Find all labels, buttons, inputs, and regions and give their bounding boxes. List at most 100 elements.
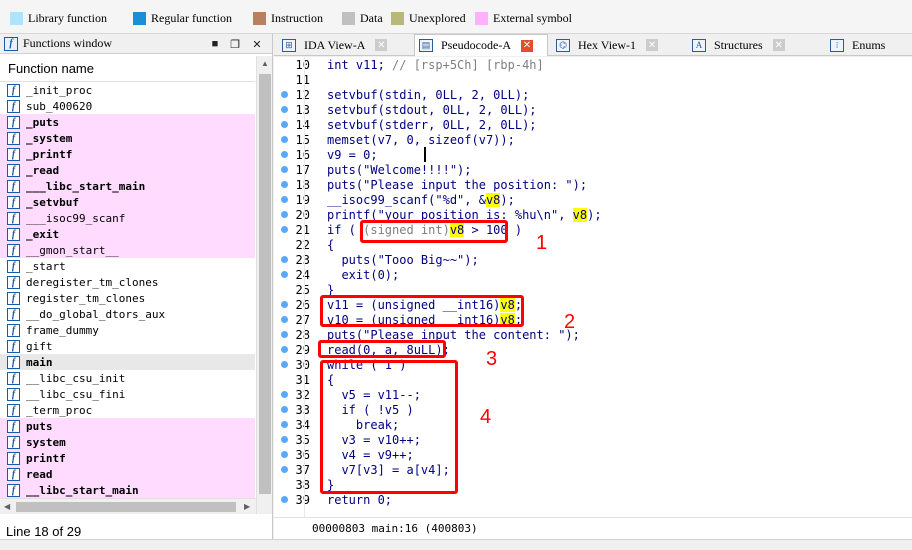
scroll-up-icon[interactable]: ▲: [261, 59, 269, 68]
function-list-item[interactable]: f__libc_csu_init: [0, 370, 255, 386]
breakpoint-dot-icon[interactable]: [281, 346, 288, 353]
code-line[interactable]: 11: [274, 72, 912, 87]
restore-window-icon[interactable]: ❐: [230, 38, 240, 51]
code-line[interactable]: 36 v4 = v9++;: [274, 447, 912, 462]
function-list-item[interactable]: f__do_global_dtors_aux: [0, 306, 255, 322]
breakpoint-dot-icon[interactable]: [281, 181, 288, 188]
tab-hex-view-1[interactable]: ⌬Hex View-1✕: [552, 34, 684, 56]
function-list-item[interactable]: f_start: [0, 258, 255, 274]
code-line[interactable]: 31{: [274, 372, 912, 387]
code-line[interactable]: 35 v3 = v10++;: [274, 432, 912, 447]
breakpoint-dot-icon[interactable]: [281, 301, 288, 308]
vertical-scrollbar[interactable]: ▲: [256, 56, 272, 514]
scroll-right-icon[interactable]: ▶: [244, 502, 251, 511]
breakpoint-dot-icon[interactable]: [281, 271, 288, 278]
function-list-item[interactable]: f_system: [0, 130, 255, 146]
code-line[interactable]: 32 v5 = v11--;: [274, 387, 912, 402]
breakpoint-dot-icon[interactable]: [281, 406, 288, 413]
breakpoint-dot-icon[interactable]: [281, 331, 288, 338]
horizontal-scrollbar[interactable]: ◀ ▶: [0, 498, 256, 514]
tab-enums[interactable]: ⁝Enums: [826, 34, 912, 56]
scrollbar-thumb[interactable]: [259, 74, 271, 494]
breakpoint-dot-icon[interactable]: [281, 106, 288, 113]
function-list-item[interactable]: f_init_proc: [0, 82, 255, 98]
breakpoint-dot-icon[interactable]: [281, 226, 288, 233]
function-list-item[interactable]: f_setvbuf: [0, 194, 255, 210]
breakpoint-dot-icon[interactable]: [281, 391, 288, 398]
close-icon[interactable]: ✕: [252, 38, 262, 51]
function-list-item[interactable]: f__libc_start_main: [0, 482, 255, 498]
breakpoint-dot-icon[interactable]: [281, 121, 288, 128]
breakpoint-dot-icon[interactable]: [281, 91, 288, 98]
close-tab-icon[interactable]: ✕: [646, 39, 659, 51]
function-list-item[interactable]: f_puts: [0, 114, 255, 130]
breakpoint-dot-icon[interactable]: [281, 151, 288, 158]
code-line[interactable]: 24 exit(0);: [274, 267, 912, 282]
code-line[interactable]: 22{: [274, 237, 912, 252]
close-tab-icon[interactable]: ✕: [772, 39, 785, 51]
code-line[interactable]: 37 v7[v3] = a[v4];: [274, 462, 912, 477]
breakpoint-dot-icon[interactable]: [281, 421, 288, 428]
tab-ida-view-a[interactable]: ⊞IDA View-A✕: [278, 34, 408, 56]
close-tab-icon[interactable]: ✕: [375, 39, 388, 51]
breakpoint-dot-icon[interactable]: [281, 211, 288, 218]
function-list-item[interactable]: f_printf: [0, 146, 255, 162]
breakpoint-dot-icon[interactable]: [281, 316, 288, 323]
function-list-item[interactable]: f_exit: [0, 226, 255, 242]
code-line[interactable]: 33 if ( !v5 ): [274, 402, 912, 417]
code-line[interactable]: 34 break;: [274, 417, 912, 432]
scrollbar-thumb[interactable]: [16, 502, 236, 512]
code-line[interactable]: 25}: [274, 282, 912, 297]
code-line[interactable]: 19__isoc99_scanf("%d", &v8);: [274, 192, 912, 207]
close-tab-icon[interactable]: ✕: [520, 39, 533, 52]
tab-pseudocode-a[interactable]: ▤Pseudocode-A✕: [414, 34, 548, 56]
function-list-item[interactable]: f_term_proc: [0, 402, 255, 418]
breakpoint-dot-icon[interactable]: [281, 466, 288, 473]
breakpoint-dot-icon[interactable]: [281, 451, 288, 458]
breakpoint-dot-icon[interactable]: [281, 256, 288, 263]
breakpoint-dot-icon[interactable]: [281, 196, 288, 203]
function-list-item[interactable]: f___libc_start_main: [0, 178, 255, 194]
close-window-icon[interactable]: ■: [211, 38, 219, 50]
function-list-item[interactable]: f__libc_csu_fini: [0, 386, 255, 402]
column-header-function-name[interactable]: Function name: [0, 56, 255, 82]
breakpoint-dot-icon[interactable]: [281, 166, 288, 173]
breakpoint-dot-icon[interactable]: [281, 361, 288, 368]
code-line[interactable]: 38}: [274, 477, 912, 492]
breakpoint-dot-icon[interactable]: [281, 496, 288, 503]
breakpoint-dot-icon[interactable]: [281, 436, 288, 443]
function-list-item[interactable]: f__gmon_start__: [0, 242, 255, 258]
code-line[interactable]: 23 puts("Tooo Big~~");: [274, 252, 912, 267]
function-list-item[interactable]: f___isoc99_scanf: [0, 210, 255, 226]
breakpoint-dot-icon[interactable]: [281, 136, 288, 143]
scroll-left-icon[interactable]: ◀: [4, 502, 11, 511]
function-list-item[interactable]: f_read: [0, 162, 255, 178]
